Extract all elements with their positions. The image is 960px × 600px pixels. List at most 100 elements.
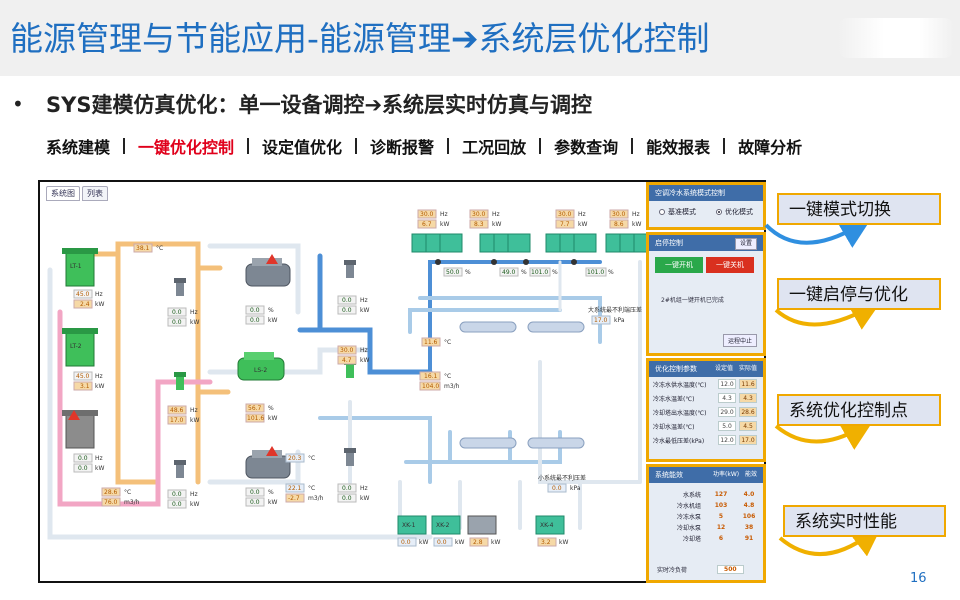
realtime-load-value: 500 — [717, 564, 744, 574]
one-key-start-button[interactable]: 一键开机 — [655, 257, 703, 273]
cooling-flow: 76.0 — [104, 499, 118, 506]
halt-button[interactable]: 运程中止 — [722, 334, 757, 347]
mode-option-baseline[interactable]: 基准模式 — [659, 207, 696, 217]
opt-setpoint-input[interactable]: 5.0 — [718, 421, 736, 431]
menu-item-one-key-control[interactable]: 一键优化控制 — [138, 138, 235, 157]
valve3-pct: 101.0 — [531, 269, 548, 276]
unit-hz: Hz — [190, 407, 198, 414]
chwpump1-kw: 0.0 — [342, 307, 352, 314]
unit-hz: Hz — [190, 309, 198, 316]
opt-actual-value: 4.5 — [739, 421, 757, 431]
opt-setpoint-input[interactable]: 12.0 — [718, 435, 736, 445]
valve-icon[interactable] — [435, 259, 441, 265]
bullet-glyph: • — [12, 92, 24, 116]
ahu-3[interactable] — [545, 233, 597, 253]
unit-hz: Hz — [95, 291, 103, 298]
menu-item-playback[interactable]: 工况回放 — [462, 138, 527, 157]
perf-power: 103 — [714, 502, 728, 509]
menu-item-report[interactable]: 能效报表 — [646, 138, 711, 157]
function-menu: 系统建模 一键优化控制 设定值优化 诊断报警 工况回放 参数查询 能效报表 故障… — [46, 134, 802, 158]
settings-button[interactable]: 设置 — [734, 238, 757, 250]
valve4-pct: 101.0 — [587, 269, 604, 276]
menu-divider — [723, 138, 726, 154]
opt-setpoint-input[interactable]: 4.3 — [718, 393, 736, 403]
valve-icon[interactable] — [491, 259, 497, 265]
optimization-panel-title: 优化控制参数 — [655, 365, 697, 373]
menu-divider — [447, 138, 450, 154]
unit-hz: Hz — [632, 211, 640, 218]
perf-cop: 91 — [744, 535, 754, 542]
unit-kw: kW — [95, 465, 104, 472]
perf-power: 127 — [714, 491, 728, 498]
valve-icon[interactable] — [571, 259, 577, 265]
terminal-unit-3[interactable] — [467, 515, 497, 535]
terminal4-kw: 3.2 — [541, 539, 551, 546]
main-temp: 16.1 — [424, 373, 438, 380]
ahu-1[interactable] — [411, 233, 463, 253]
big-system-dp: 17.0 — [594, 317, 608, 324]
mid-header-temp: 11.6 — [424, 339, 438, 346]
opt-row-name: 冷水最低压差(kPa) — [653, 437, 705, 445]
unit-kw: kW — [268, 415, 277, 422]
unit-kpa: kPa — [570, 485, 581, 492]
unit-kw: kW — [632, 221, 641, 228]
mode-option-optimized[interactable]: 优化模式 — [716, 207, 753, 217]
ahu-2[interactable] — [479, 233, 531, 253]
chiller-2[interactable]: LS-2 — [237, 352, 285, 381]
ahu3-hz: 30.0 — [558, 211, 572, 218]
top-header-temp: 38.1 — [136, 245, 150, 252]
menu-item-fault[interactable]: 故障分析 — [738, 138, 803, 157]
menu-item-diagnosis[interactable]: 诊断报警 — [370, 138, 435, 157]
chwpump3-hz: 0.0 — [342, 485, 352, 492]
opt-setpoint-input[interactable]: 12.0 — [718, 379, 736, 389]
unit-degc: °C — [124, 489, 131, 496]
terminal-unit-2[interactable]: XK-2 — [431, 515, 461, 535]
cw-pump-3[interactable] — [174, 460, 186, 478]
subtitle: SYS建模仿真优化：单一设备调控➔系统层实时仿真与调控 — [46, 93, 593, 117]
cw-pump-1[interactable] — [174, 278, 186, 296]
opt-setpoint-input[interactable]: 29.0 — [718, 407, 736, 417]
mode-control-panel: 空调冷水系统模式控制 基准模式 优化模式 — [646, 182, 766, 230]
cooling-tower-3[interactable] — [62, 410, 98, 449]
chwpump2-kw: 4.7 — [342, 357, 352, 364]
chiller-1[interactable] — [245, 254, 291, 287]
menu-item-setpoint[interactable]: 设定值优化 — [262, 138, 343, 157]
perf-cop: 106 — [742, 513, 756, 520]
unit-kw: kW — [268, 499, 277, 506]
menu-item-modeling[interactable]: 系统建模 — [46, 138, 111, 157]
unit-degc: °C — [308, 485, 315, 492]
performance-panel-title: 系统能效 — [655, 471, 683, 479]
cooling-tower-2[interactable]: LT-2 — [62, 328, 98, 367]
cooling-tower-1[interactable]: LT-1 — [62, 248, 98, 287]
terminal3-kw: 2.8 — [473, 539, 483, 546]
terminal-unit-1[interactable]: XK-1 — [397, 515, 427, 535]
one-key-stop-button[interactable]: 一键关机 — [706, 257, 754, 273]
menu-divider — [247, 138, 250, 154]
valve-icon[interactable] — [523, 259, 529, 265]
chiller-3[interactable] — [245, 446, 291, 479]
cw-pump-2[interactable] — [174, 372, 186, 390]
chiller2-kw: 101.6 — [247, 415, 264, 422]
chw-pump-3[interactable] — [344, 448, 356, 466]
tab-list-view[interactable]: 列表 — [82, 186, 108, 201]
unit-flow: m3/h — [444, 383, 460, 390]
return-temp: 20.3 — [288, 455, 302, 462]
main-flow: 104.0 — [422, 383, 439, 390]
chw-pump-1[interactable] — [344, 260, 356, 278]
unit-flow: m3/h — [308, 495, 324, 502]
blurred-logo — [838, 18, 954, 58]
unit-kw: kW — [491, 539, 500, 546]
unit-kw: kW — [190, 319, 199, 326]
realtime-load-row: 实时冷负荷 500 — [649, 562, 763, 576]
tab-system-view[interactable]: 系统图 — [46, 186, 80, 201]
startstop-status: 2#机组一键开机已完成 — [661, 297, 724, 304]
menu-item-query[interactable]: 参数查询 — [554, 138, 619, 157]
terminal-unit-4[interactable]: XK-4 — [535, 515, 565, 535]
